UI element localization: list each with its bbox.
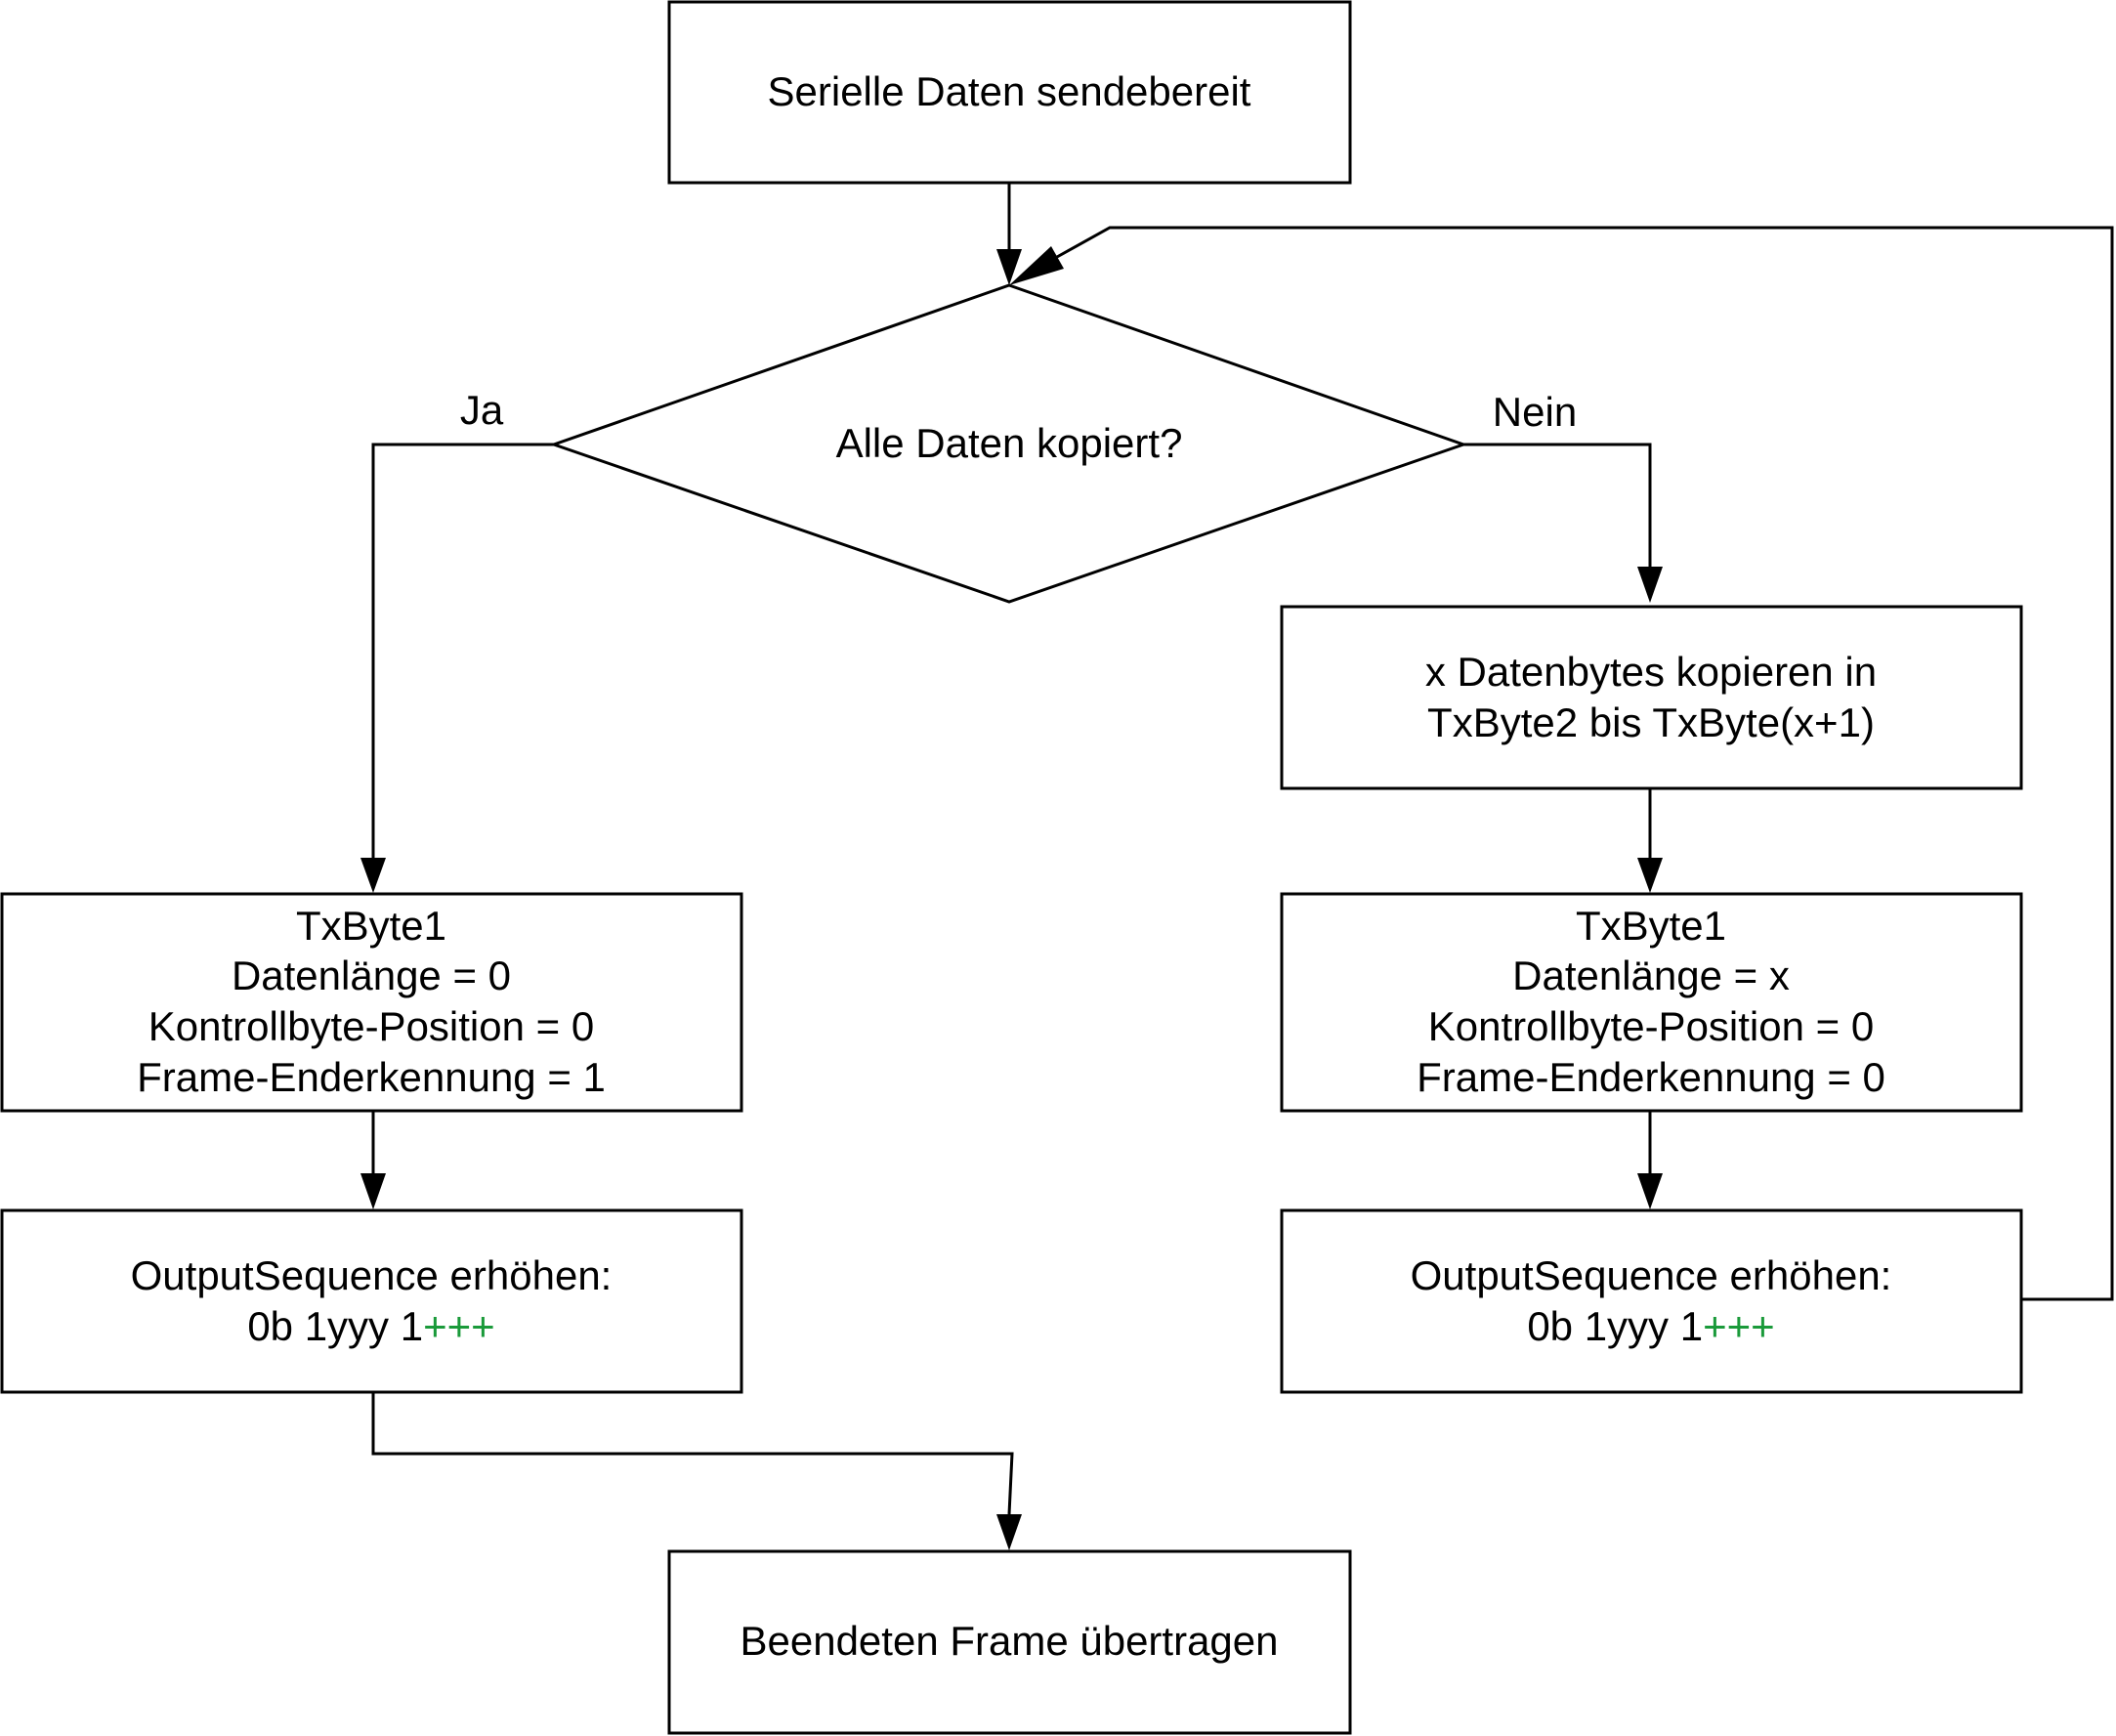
node-copy-bytes-line2: TxByte2 bis TxByte(x+1) xyxy=(1427,699,1875,745)
arrowhead xyxy=(996,249,1022,285)
node-start-label: Serielle Daten sendebereit xyxy=(768,68,1251,114)
node-decision: Alle Daten kopiert? xyxy=(549,283,1468,604)
node-end-label: Beendeten Frame übertragen xyxy=(740,1618,1278,1664)
edge-decision-no xyxy=(1463,443,1652,567)
arrowhead xyxy=(1637,1173,1663,1209)
arrowhead xyxy=(360,1173,386,1209)
node-txbyte-no-line3: Kontrollbyte-Position = 0 xyxy=(1428,1003,1874,1049)
node-start: Serielle Daten sendebereit xyxy=(667,0,1352,185)
node-copy-bytes-line1: x Datenbytes kopieren in xyxy=(1425,649,1877,695)
node-sequence-no-line2: 0b 1yyy 1+++ xyxy=(1527,1303,1774,1349)
edge-decision-yes xyxy=(371,443,554,858)
node-sequence-yes: OutputSequence erhöhen: 0b 1yyy 1+++ xyxy=(0,1208,743,1394)
edge-label-yes: Ja xyxy=(460,387,504,433)
edge-loop-back xyxy=(1056,226,2114,1301)
connectors xyxy=(360,183,2114,1550)
node-txbyte-no: TxByte1 Datenlänge = x Kontrollbyte-Posi… xyxy=(1280,892,2023,1113)
edge-seq-yes-to-end xyxy=(371,1392,1014,1515)
node-txbyte-yes: TxByte1 Datenlänge = 0 Kontrollbyte-Posi… xyxy=(0,892,743,1113)
node-decision-label: Alle Daten kopiert? xyxy=(836,420,1183,466)
node-sequence-no-value: 0b 1yyy 1 xyxy=(1527,1303,1703,1349)
arrowhead xyxy=(996,1514,1022,1550)
node-sequence-yes-line2: 0b 1yyy 1+++ xyxy=(247,1303,494,1349)
arrowhead xyxy=(360,858,386,893)
edge-label-no: Nein xyxy=(1493,389,1577,435)
node-txbyte-no-line2: Datenlänge = x xyxy=(1512,953,1790,998)
node-txbyte-yes-line1: TxByte1 xyxy=(296,903,446,949)
arrowhead xyxy=(1009,246,1064,285)
node-txbyte-yes-line3: Kontrollbyte-Position = 0 xyxy=(148,1003,594,1049)
node-copy-bytes: x Datenbytes kopieren in TxByte2 bis TxB… xyxy=(1280,605,2023,790)
arrowhead xyxy=(1637,858,1663,893)
node-txbyte-no-line1: TxByte1 xyxy=(1576,903,1726,949)
arrowhead xyxy=(1637,567,1663,603)
node-txbyte-yes-line2: Datenlänge = 0 xyxy=(232,953,511,998)
node-sequence-no-increment: +++ xyxy=(1703,1303,1775,1349)
node-sequence-yes-increment: +++ xyxy=(423,1303,495,1349)
node-sequence-yes-line1: OutputSequence erhöhen: xyxy=(131,1252,613,1298)
node-txbyte-no-line4: Frame-Enderkennung = 0 xyxy=(1417,1054,1885,1100)
node-end: Beendeten Frame übertragen xyxy=(667,1549,1352,1735)
node-sequence-no-line1: OutputSequence erhöhen: xyxy=(1411,1252,1892,1298)
node-sequence-no: OutputSequence erhöhen: 0b 1yyy 1+++ xyxy=(1280,1208,2023,1394)
node-sequence-yes-value: 0b 1yyy 1 xyxy=(247,1303,423,1349)
node-txbyte-yes-line4: Frame-Enderkennung = 1 xyxy=(137,1054,606,1100)
